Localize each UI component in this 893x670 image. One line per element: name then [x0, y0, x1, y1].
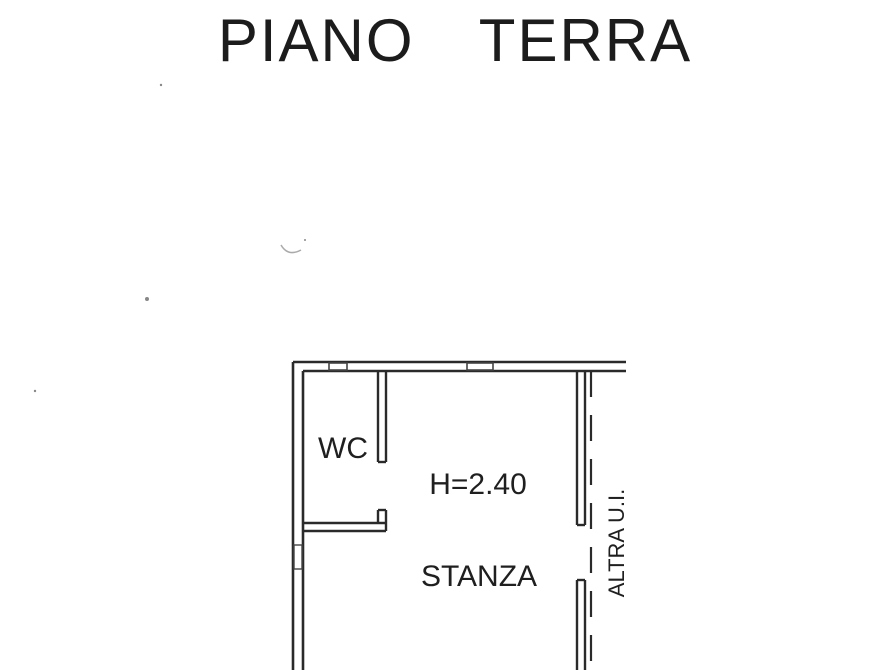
adjacent-unit-label: ALTRA U.I. [604, 489, 629, 597]
wc-partition [303, 371, 388, 533]
top-wall [293, 360, 626, 373]
left-wall [291, 362, 305, 670]
ceiling-height-label: H=2.40 [429, 468, 527, 501]
scan-specks [33, 83, 306, 393]
left-window [293, 544, 303, 570]
plan-title: PIANO TERRA [217, 7, 693, 74]
stanza-label: STANZA [421, 560, 537, 593]
stanza-right-wall [575, 371, 587, 670]
top-windows [328, 362, 494, 371]
wc-label: WC [318, 432, 368, 465]
